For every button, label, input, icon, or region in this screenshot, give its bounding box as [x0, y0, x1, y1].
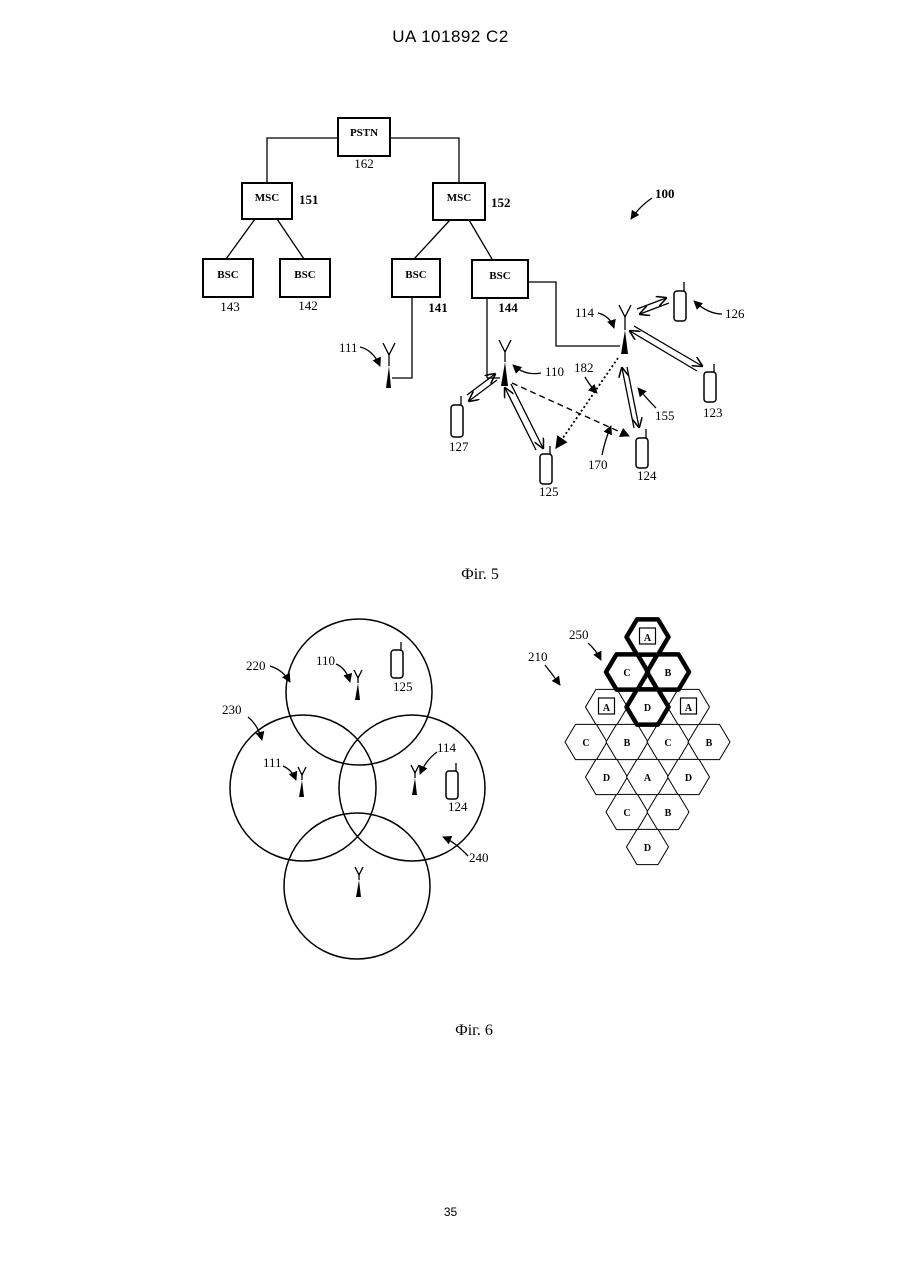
bsc-144-label: BSC	[489, 270, 510, 282]
bs-114-leader	[598, 313, 614, 328]
cluster-250-ref: 250	[569, 627, 589, 642]
fig6-base-station-bottom-icon	[355, 867, 363, 897]
link-155-ref: 155	[655, 408, 675, 423]
bs-110-leader	[513, 365, 541, 374]
hex-label-h14: C	[623, 808, 630, 819]
base-station-110-icon	[499, 340, 511, 386]
msc-151-ref: 151	[299, 192, 319, 207]
hex-label-h16: D	[644, 843, 651, 854]
fig6-caption: Фіг. 6	[455, 1022, 493, 1039]
link-170-leader	[602, 426, 611, 455]
cell-240-ref: 240	[469, 850, 489, 865]
mobile-125-icon	[540, 446, 552, 484]
hex-label-h15: B	[665, 808, 672, 819]
bs-111-leader	[360, 347, 380, 366]
hex-label-h8: B	[624, 738, 631, 749]
cell-230-circle	[230, 715, 376, 861]
hex-label-h5: D	[644, 703, 651, 714]
mobile-123-icon	[704, 364, 716, 402]
bsc-141-ref: 141	[428, 300, 448, 315]
fig6-bs-114-leader	[420, 752, 437, 774]
hex-label-h6: A	[685, 703, 693, 714]
pstn-label: PSTN	[350, 127, 378, 139]
hex-label-h11: D	[603, 773, 610, 784]
hex-label-h9: C	[664, 738, 671, 749]
hex-label-h13: D	[685, 773, 692, 784]
hex-label-h10: B	[706, 738, 713, 749]
fig6-base-station-111-icon	[298, 767, 306, 797]
bs-114-ref: 114	[575, 305, 595, 320]
hex-label-h1: A	[644, 633, 652, 644]
link-182-leader	[585, 377, 597, 393]
bsc-143-label: BSC	[217, 269, 238, 281]
fig6-ms-125-ref: 125	[393, 679, 413, 694]
ms-124-ref: 124	[637, 468, 657, 483]
ms-125-ref: 125	[539, 484, 559, 499]
fig6-bs-111-leader	[283, 766, 296, 780]
hex-label-h12: A	[644, 773, 652, 784]
ms-126-leader	[694, 301, 722, 314]
system-leader	[631, 198, 652, 219]
hex-label-h2: C	[623, 668, 630, 679]
fig6-bs-114-ref: 114	[437, 740, 457, 755]
msc-151-label: MSC	[255, 192, 280, 204]
link-182-ref: 182	[574, 360, 594, 375]
grid-210-leader	[545, 665, 560, 685]
hex-label-h4: A	[603, 703, 611, 714]
fig6-bs-110-leader	[336, 664, 350, 682]
bsc-142-label: BSC	[294, 269, 315, 281]
base-station-111-icon	[383, 343, 395, 388]
bsc-143-ref: 143	[220, 299, 240, 314]
mobile-127-icon	[451, 396, 463, 437]
cluster-250-leader	[588, 643, 601, 660]
hex-label-h7: C	[582, 738, 589, 749]
ms-123-ref: 123	[703, 405, 723, 420]
bsc-142-ref: 142	[298, 298, 318, 313]
system-ref: 100	[655, 186, 675, 201]
hex-label-h3: B	[665, 668, 672, 679]
ms-126-ref: 126	[725, 306, 745, 321]
fig6-ms-124-ref: 124	[448, 799, 468, 814]
link-170-ref: 170	[588, 457, 608, 472]
fig6-base-station-114-icon	[411, 765, 419, 795]
bs-110-ref: 110	[545, 364, 564, 379]
grid-210-ref: 210	[528, 649, 548, 664]
fig6-bs-111-ref: 111	[263, 755, 282, 770]
msc-152-label: MSC	[447, 192, 472, 204]
fig6-bs-110-ref: 110	[316, 653, 335, 668]
fig6-mobile-125-icon	[391, 642, 403, 678]
bsc-141-label: BSC	[405, 269, 426, 281]
fig6-mobile-124-icon	[446, 763, 458, 799]
fig5-caption: Фіг. 5	[461, 566, 499, 583]
mobile-126-icon	[674, 282, 686, 321]
pstn-ref: 162	[354, 156, 374, 171]
base-station-114-icon	[619, 305, 631, 354]
bs-111-ref: 111	[339, 340, 358, 355]
fig6-base-station-110-icon	[354, 670, 362, 700]
ms-127-ref: 127	[449, 439, 469, 454]
msc-152-ref: 152	[491, 195, 511, 210]
link-155-leader	[638, 388, 656, 408]
cell-220-ref: 220	[246, 658, 266, 673]
page-number: 35	[0, 1205, 901, 1219]
bsc-144-ref: 144	[498, 300, 518, 315]
cell-230-ref: 230	[222, 702, 242, 717]
mobile-124-icon	[636, 429, 648, 468]
